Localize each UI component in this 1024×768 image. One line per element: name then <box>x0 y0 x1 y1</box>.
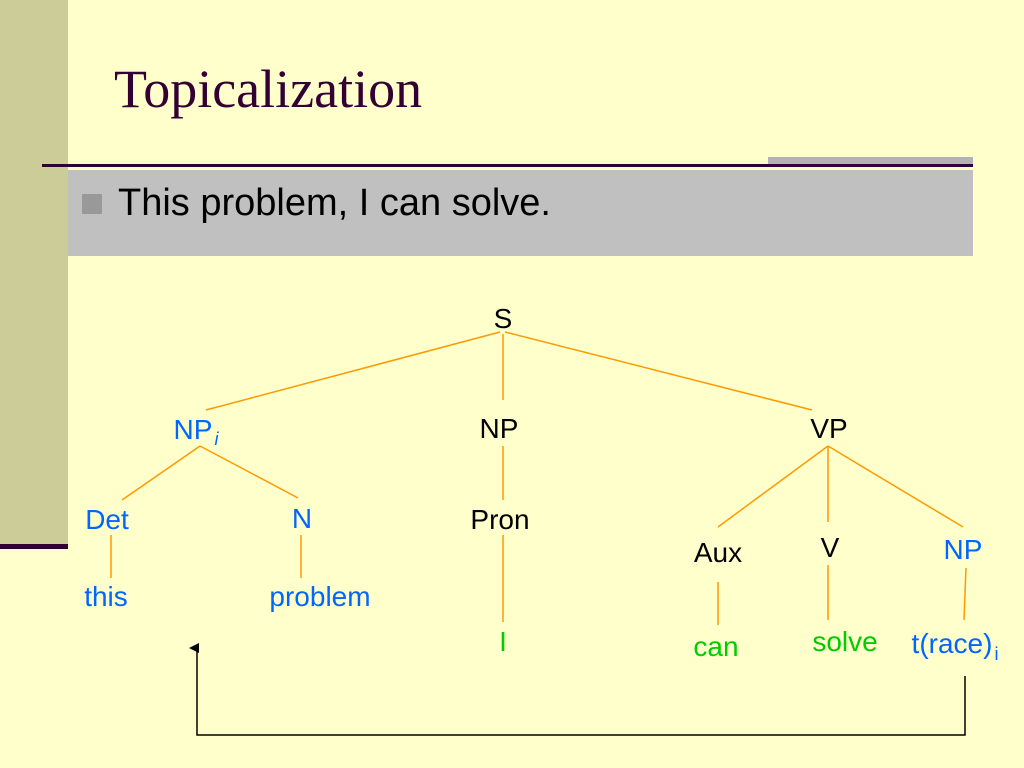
node-np-subject: NP <box>480 413 519 444</box>
left-band <box>0 0 68 548</box>
word-trace-label: t(race) <box>912 628 993 659</box>
word-trace-index: i <box>994 644 998 664</box>
node-n: N <box>292 503 312 534</box>
title-accent-block <box>768 157 973 164</box>
slide-title: Topicalization <box>114 59 423 119</box>
word-this: this <box>84 581 128 612</box>
node-v: V <box>821 532 840 563</box>
node-pron: Pron <box>470 504 529 535</box>
word-trace: t(race)i <box>912 628 999 664</box>
node-np-topic-index: i <box>214 429 219 449</box>
node-np-topic-label: NP <box>174 414 213 445</box>
edge-vp-np-object <box>827 445 964 528</box>
edge-s-np-topic <box>205 331 501 411</box>
node-vp: VP <box>810 413 847 444</box>
bullet-panel <box>68 170 973 256</box>
title-rule <box>42 164 973 167</box>
node-np-object: NP <box>944 534 983 565</box>
edge-vp-aux <box>717 445 829 528</box>
word-solve: solve <box>812 626 877 657</box>
edge-np-det <box>121 445 201 501</box>
edge-s-vp <box>504 331 813 411</box>
node-s: S <box>494 303 513 334</box>
tree-edges <box>110 331 967 625</box>
word-can: can <box>693 631 738 662</box>
word-problem: problem <box>269 581 370 612</box>
edge-np-object-trace <box>963 567 967 621</box>
edge-np-n <box>199 445 299 499</box>
movement-arrow-path <box>189 643 966 736</box>
word-i: I <box>499 626 507 657</box>
node-det: Det <box>85 504 129 535</box>
left-band-rule <box>0 544 68 549</box>
bullet-square-icon <box>82 194 102 214</box>
bullet-text: This problem, I can solve. <box>118 182 551 224</box>
node-aux: Aux <box>694 537 742 568</box>
movement-arrow <box>189 643 966 736</box>
